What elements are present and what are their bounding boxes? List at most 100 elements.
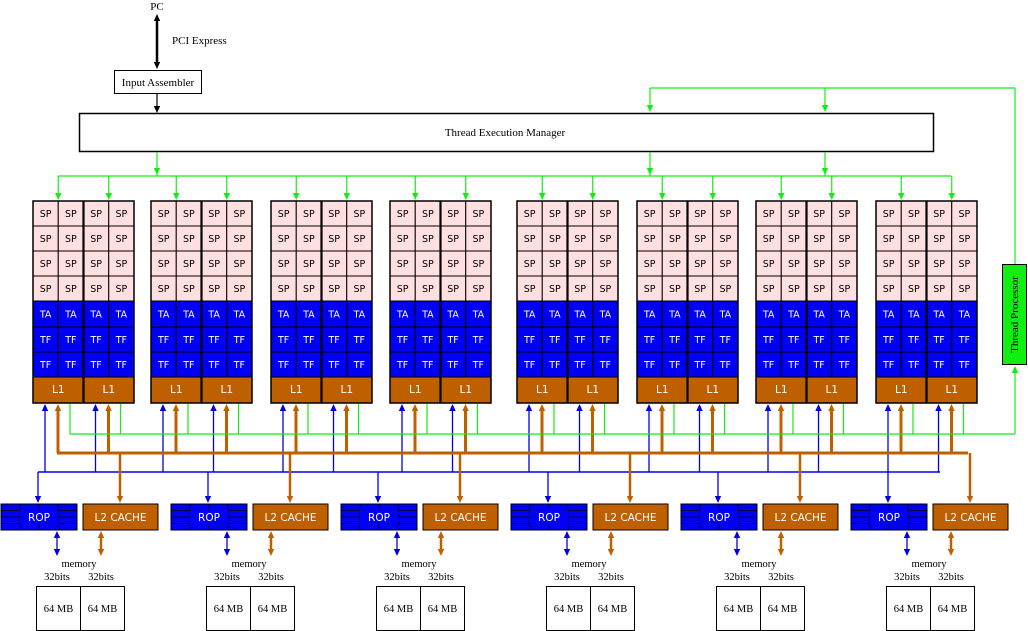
streaming-processor-cell-label: SP (65, 284, 77, 295)
streaming-processor-cell-label: SP (328, 234, 340, 245)
streaming-processor-cell-label: SP (549, 209, 561, 220)
streaming-processor-cell-label: SP (719, 234, 731, 245)
cluster: SPSPSPSPTATFTFSPSPSPSPTATFTFL1SPSPSPSPTA… (875, 176, 978, 472)
arrow-down-icon (153, 62, 161, 69)
l2-cache-label: L2 CACHE (604, 512, 656, 524)
texture-filter-cell-label: TF (907, 360, 919, 371)
dram-chip-box (80, 586, 125, 631)
channel-width-label: 32bits (428, 572, 454, 583)
arrow-up-icon (733, 531, 741, 538)
texture-filter-cell-label: TF (762, 335, 774, 346)
texture-filter-cell-label: TF (668, 360, 680, 371)
dram-chip-box (250, 586, 295, 631)
streaming-processor-cell-label: SP (472, 259, 484, 270)
dram-chip-box (760, 586, 805, 631)
streaming-processor-cell (926, 225, 953, 252)
arrow-up-icon (696, 404, 703, 411)
streaming-processor-cell (175, 275, 202, 302)
l1-cache-label: L1 (459, 384, 472, 396)
l1-cache-label: L1 (656, 384, 669, 396)
streaming-processor-cell-label: SP (208, 209, 220, 220)
interconnect-buses (38, 366, 1019, 473)
arrow-up-icon (777, 531, 785, 538)
arrow-down-icon (828, 193, 835, 200)
streaming-processor-cell (57, 225, 84, 252)
l1-cache-label: L1 (945, 384, 958, 396)
streaming-processor-cell-label: SP (908, 259, 920, 270)
cluster: SPSPSPSPTATFTFSPSPSPSPTATFTFL1SPSPSPSPTA… (270, 176, 373, 472)
channel-width-label: 32bits (384, 572, 410, 583)
streaming-processor-cell-label: SP (763, 259, 775, 270)
channel-width-label: 32bits (554, 572, 580, 583)
arrow-up-icon (897, 404, 905, 411)
texture-address-cell (831, 300, 858, 328)
texture-filter-cell-label: TF (421, 360, 433, 371)
streaming-processor-cell-label: SP (328, 284, 340, 295)
texture-address-cell-label: TA (277, 310, 290, 321)
arrow-up-icon (159, 404, 167, 411)
texture-filter-cell-label: TF (327, 335, 339, 346)
streaming-processor-cell (926, 275, 953, 302)
rop-label-bg (530, 509, 568, 525)
texture-filter-cell-label: TF (693, 335, 705, 346)
streaming-processor-cell-label: SP (183, 234, 195, 245)
channel-width-label: 32bits (598, 572, 624, 583)
arrow-down-icon (173, 193, 180, 200)
texture-address-cell (687, 300, 714, 328)
l2-cache-label: L2 CACHE (94, 512, 146, 524)
channel-width-label: 32bits (88, 572, 114, 583)
streaming-processor-cell (592, 250, 619, 277)
streaming-processor-cell-label: SP (65, 234, 77, 245)
arrow-down-icon (153, 168, 161, 175)
texture-filter-cell-label: TF (719, 335, 731, 346)
streaming-processor-cell (201, 225, 228, 252)
streaming-processor-cell-label: SP (813, 284, 825, 295)
streaming-processor-cell (108, 225, 135, 252)
l1-cache-label: L1 (220, 384, 233, 396)
streaming-processor-cell (321, 250, 348, 277)
texture-address-cell-label: TA (523, 310, 536, 321)
l1-cache-label: L1 (170, 384, 183, 396)
texture-filter-cell-label: TF (39, 335, 51, 346)
streaming-processor-cell (541, 250, 568, 277)
streaming-processor-cell-label: SP (397, 209, 409, 220)
arrow-up-icon (437, 531, 445, 538)
streaming-processor-cell (541, 200, 568, 227)
streaming-processor-cell-label: SP (883, 234, 895, 245)
streaming-processor-cell-label: SP (933, 209, 945, 220)
texture-filter-cell-label: TF (327, 360, 339, 371)
streaming-processor-cell-label: SP (574, 284, 586, 295)
arrow-down-icon (105, 193, 112, 200)
streaming-processor-cell-label: SP (574, 234, 586, 245)
rop-label: ROP (28, 512, 50, 524)
arrow-down-icon (374, 496, 382, 503)
memory-label: memory (402, 559, 438, 570)
streaming-processor-cell-label: SP (447, 259, 459, 270)
texture-filter-cell-label: TF (39, 360, 51, 371)
streaming-processor-cell (346, 275, 373, 302)
texture-filter-cell (32, 326, 59, 353)
texture-filter-cell-label: TF (573, 360, 585, 371)
streaming-processor-cell-label: SP (353, 209, 365, 220)
streaming-processor-cell (926, 250, 953, 277)
texture-filter-cell-label: TF (157, 360, 169, 371)
streaming-processor-cell (636, 225, 663, 252)
arrow-up-icon (398, 404, 406, 411)
streaming-processor-cell-label: SP (328, 209, 340, 220)
arrow-down-icon (539, 193, 546, 200)
arrow-down-icon (34, 496, 42, 503)
streaming-processor-cell-label: SP (883, 209, 895, 220)
texture-filter-cell-label: TF (523, 335, 535, 346)
texture-filter-cell-label: TF (882, 360, 894, 371)
texture-filter-cell-label: TF (958, 360, 970, 371)
arrow-up-icon (53, 531, 61, 538)
cluster: SPSPSPSPTATFTFSPSPSPSPTATFTFL1SPSPSPSPTA… (516, 176, 619, 472)
arrow-down-icon (821, 105, 829, 112)
dram-chip-label: 64 MB (598, 604, 627, 615)
streaming-processor-cell-label: SP (158, 234, 170, 245)
streaming-processor-cell-label: SP (549, 259, 561, 270)
arrow-down-icon (709, 193, 716, 200)
arrow-up-icon (105, 404, 112, 411)
